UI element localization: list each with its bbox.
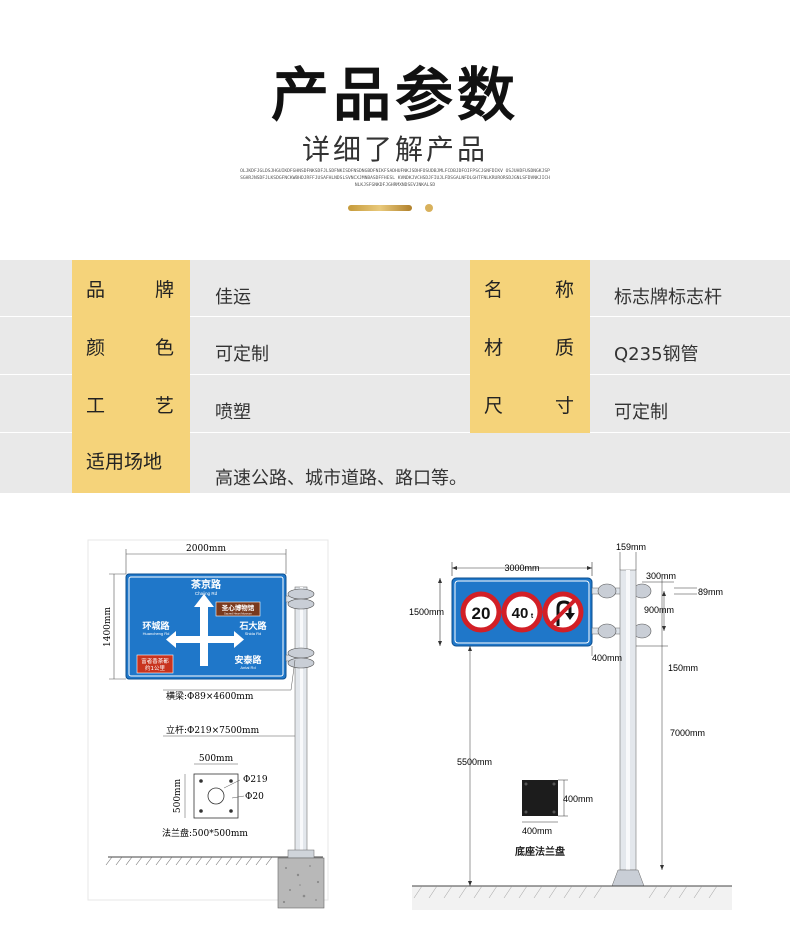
label-text-tail: 艺 [154, 394, 174, 417]
clamp [287, 647, 315, 659]
clearance-height-label: 5500mm [457, 757, 492, 767]
label-text: 尺 [484, 394, 504, 417]
speed-limit-20-icon [460, 591, 502, 633]
label-text-tail: 寸 [554, 394, 574, 417]
sign-left-road: 环城路 [142, 620, 170, 632]
right-sign-diagram: 3000mm 1500mm 20 40 t 159mm 300mm 89mm 9… [409, 542, 732, 910]
pole-spec-label: 立杆:Φ219×7500mm [166, 724, 260, 736]
weight-limit-40t-icon [501, 591, 543, 633]
param-value-material: Q235钢管 [614, 344, 699, 365]
table-row: 品 牌 佳运 名 称 标志牌标志杆 [0, 260, 790, 317]
clamp [287, 598, 315, 610]
vertical-arrow-shaft [200, 604, 208, 666]
gold-divider-bar [348, 205, 412, 211]
lower-offset-label: 150mm [668, 663, 698, 673]
sign-bottom-road-en: Antai Rd [240, 665, 255, 670]
speed-limit-20-value: 20 [472, 604, 491, 623]
notice-badge [136, 654, 174, 674]
page-title: 产品参数 [270, 61, 519, 129]
left-sign-diagram: 2000mm 1400mm 茶京路 Chajing Rd 圣心博物馆 Sacre… [87, 539, 329, 909]
beam-spec-label: 横梁:Φ89×4600mm [166, 690, 254, 702]
param-value-brand: 佳运 [215, 287, 251, 308]
base-flange [287, 849, 315, 859]
label-text-tail: 色 [154, 336, 174, 359]
sign-bottom-road: 安泰路 [234, 654, 262, 666]
param-value-color: 可定制 [215, 344, 269, 365]
landmark-badge [215, 601, 261, 617]
sign-right-road: 石大路 [238, 620, 267, 632]
table-row: 适用场地 高速公路、城市道路、路口等。 [0, 433, 790, 493]
height-dimension-label: 1400mm [103, 607, 113, 647]
param-value-craft: 喷塑 [215, 402, 251, 423]
label-text: 名 [484, 279, 504, 301]
pole-diameter-label: 159mm [616, 542, 646, 552]
flange-phi219-label: Φ219 [243, 775, 268, 785]
param-value-name: 标志牌标志杆 [614, 287, 722, 308]
gold-divider-dot [425, 204, 433, 212]
table-row: 颜 色 可定制 材 质 Q235钢管 [0, 317, 790, 375]
page-subtitle: 详细了解产品 [301, 133, 488, 166]
clamp [597, 583, 617, 599]
ground [412, 886, 732, 910]
panel-height-label: 1500mm [409, 607, 444, 617]
sign-top-road: 茶京路 [190, 578, 222, 591]
clamp [597, 623, 617, 639]
sign-top-road-en: Chajing Rd [195, 591, 218, 596]
flange-width-label: 500mm [199, 754, 234, 764]
weight-limit-unit: t [531, 613, 534, 620]
sign-right-road-en: Shida Rd [245, 631, 261, 636]
arm-diameter-label: 89mm [698, 587, 723, 597]
flange-hole [207, 787, 225, 805]
sign-left-road-en: Huancheng Rd [143, 631, 170, 636]
label-text: 适用场地 [86, 451, 163, 473]
param-label-color: 颜 色 [72, 317, 190, 375]
base-side-label: 400mm [563, 794, 593, 804]
weight-limit-40-value: 40 [512, 605, 529, 622]
param-value-size: 可定制 [614, 402, 668, 423]
label-text-tail: 称 [554, 279, 574, 301]
flange-height-label: 500mm [173, 778, 183, 813]
horizontal-arrow-shaft [172, 636, 238, 643]
right-arrow-icon [234, 631, 244, 648]
param-value-venue: 高速公路、城市道路、路口等。 [215, 468, 467, 489]
panel-offset-label: 400mm [592, 653, 622, 663]
table-row: 工 艺 喷塑 尺 寸 可定制 [0, 375, 790, 433]
arm-gap-label: 900mm [644, 605, 674, 615]
concrete-foundation [277, 857, 325, 909]
flange-phi20-label: Φ20 [245, 792, 264, 802]
clamp [287, 588, 315, 600]
clamp [287, 657, 315, 669]
label-text-tail: 质 [554, 336, 574, 359]
param-label-size: 尺 寸 [470, 375, 590, 433]
up-arrow-icon [194, 594, 214, 607]
landmark-name-en: Sacred Heart Museum [224, 612, 253, 616]
landmark-name: 圣心博物馆 [222, 603, 255, 612]
notice-line2: 约1公里 [145, 664, 165, 672]
label-text-tail: 牌 [154, 279, 174, 301]
label-text: 材 [484, 336, 504, 359]
hero-header: 产品参数 详细了解产品 OLJKDFJGLDSJHGUIKDFGHNSDFNKS… [0, 0, 790, 260]
width-dimension-label: 2000mm [186, 544, 226, 554]
base-flange-label: 底座法兰盘 [515, 845, 565, 858]
decorative-letter-text: OLJKDFJGLDSJHGUIKDFGHNSDFNKSDFJLSDFNKISD… [240, 169, 550, 188]
param-label-venue: 适用场地 [72, 433, 190, 493]
panel-width-label: 3000mm [504, 563, 539, 573]
param-label-brand: 品 牌 [72, 260, 190, 317]
parameter-table: 品 牌 佳运 名 称 标志牌标志杆 颜 色 可定制 材 质 Q235钢管 工 艺… [0, 260, 790, 493]
pole-height-label: 7000mm [670, 728, 705, 738]
arm-length-label: 300mm [646, 571, 676, 581]
param-label-craft: 工 艺 [72, 375, 190, 433]
notice-line1: 富者香茶都 [141, 657, 169, 665]
base-flange-plate [522, 780, 558, 816]
left-arrow-icon [166, 631, 176, 648]
label-text: 品 [86, 279, 106, 301]
param-label-material: 材 质 [470, 317, 590, 375]
flange-spec-label: 法兰盘:500*500mm [162, 827, 248, 839]
base-bottom-label: 400mm [522, 826, 552, 836]
pole-base [611, 869, 645, 887]
param-label-name: 名 称 [470, 260, 590, 317]
label-text: 颜 [86, 336, 106, 359]
label-text: 工 [86, 394, 106, 417]
